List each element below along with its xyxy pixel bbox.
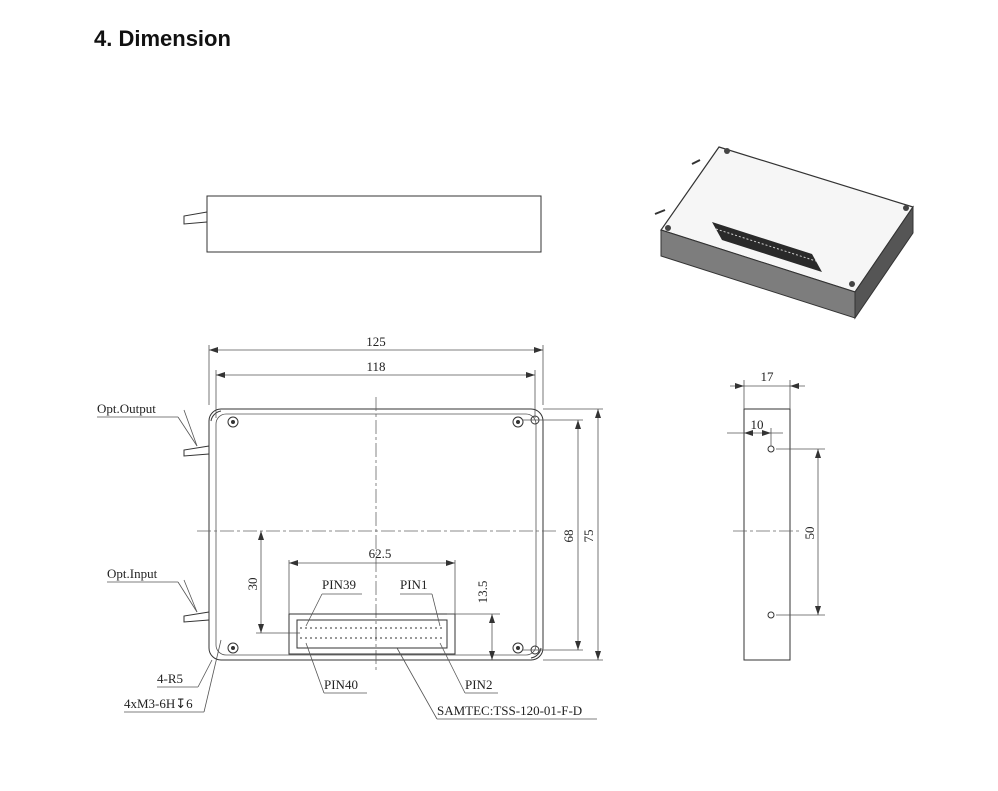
side-view-fiber	[183, 211, 208, 225]
input-fiber	[183, 611, 210, 623]
dim-68: 68	[561, 530, 576, 543]
dim-125: 125	[366, 334, 386, 349]
iso-fiber-1	[691, 159, 701, 165]
callouts: Opt.Output Opt.Input PIN39 PIN1 PIN40 PI…	[97, 401, 597, 720]
isometric-view	[654, 146, 914, 320]
dim-13-5: 13.5	[475, 581, 490, 604]
dim-50: 50	[802, 527, 817, 540]
label-pin2: PIN2	[465, 677, 492, 692]
label-connector: SAMTEC:TSS-120-01-F-D	[437, 703, 582, 718]
front-view-dimensions: 125 118 75 68 62.5 30	[208, 334, 603, 661]
dim-75: 75	[581, 530, 596, 543]
label-mount-holes: 4xM3-6H↧6	[124, 696, 193, 711]
dim-118: 118	[366, 359, 385, 374]
iso-fiber-2	[654, 209, 666, 215]
right-side-body	[743, 408, 791, 661]
label-corner-radius: 4-R5	[157, 671, 183, 686]
dim-62-5: 62.5	[369, 546, 392, 561]
label-opt-input: Opt.Input	[107, 566, 158, 581]
iso-screw-1	[724, 148, 730, 154]
connector-housing	[288, 613, 456, 655]
dim-10: 10	[751, 417, 764, 432]
iso-screw-2	[903, 205, 909, 211]
label-pin40: PIN40	[324, 677, 358, 692]
iso-side-face	[854, 205, 914, 320]
iso-screw-4	[665, 225, 671, 231]
connector-body	[296, 619, 448, 649]
side-view-body	[206, 195, 542, 253]
samtec-connector	[288, 560, 456, 655]
side-hole-bottom	[767, 611, 775, 619]
output-fiber	[183, 445, 210, 457]
top-side-view	[183, 195, 542, 253]
dim-30: 30	[245, 578, 260, 591]
label-pin1: PIN1	[400, 577, 427, 592]
right-side-view: 17 10 50	[727, 369, 825, 661]
section-heading: 4. Dimension	[94, 26, 231, 51]
side-hole-top	[767, 445, 775, 453]
iso-screw-3	[849, 281, 855, 287]
dim-17: 17	[761, 369, 775, 384]
front-view	[183, 397, 558, 672]
iso-connector	[712, 222, 822, 272]
label-opt-output: Opt.Output	[97, 401, 156, 416]
label-pin39: PIN39	[322, 577, 356, 592]
